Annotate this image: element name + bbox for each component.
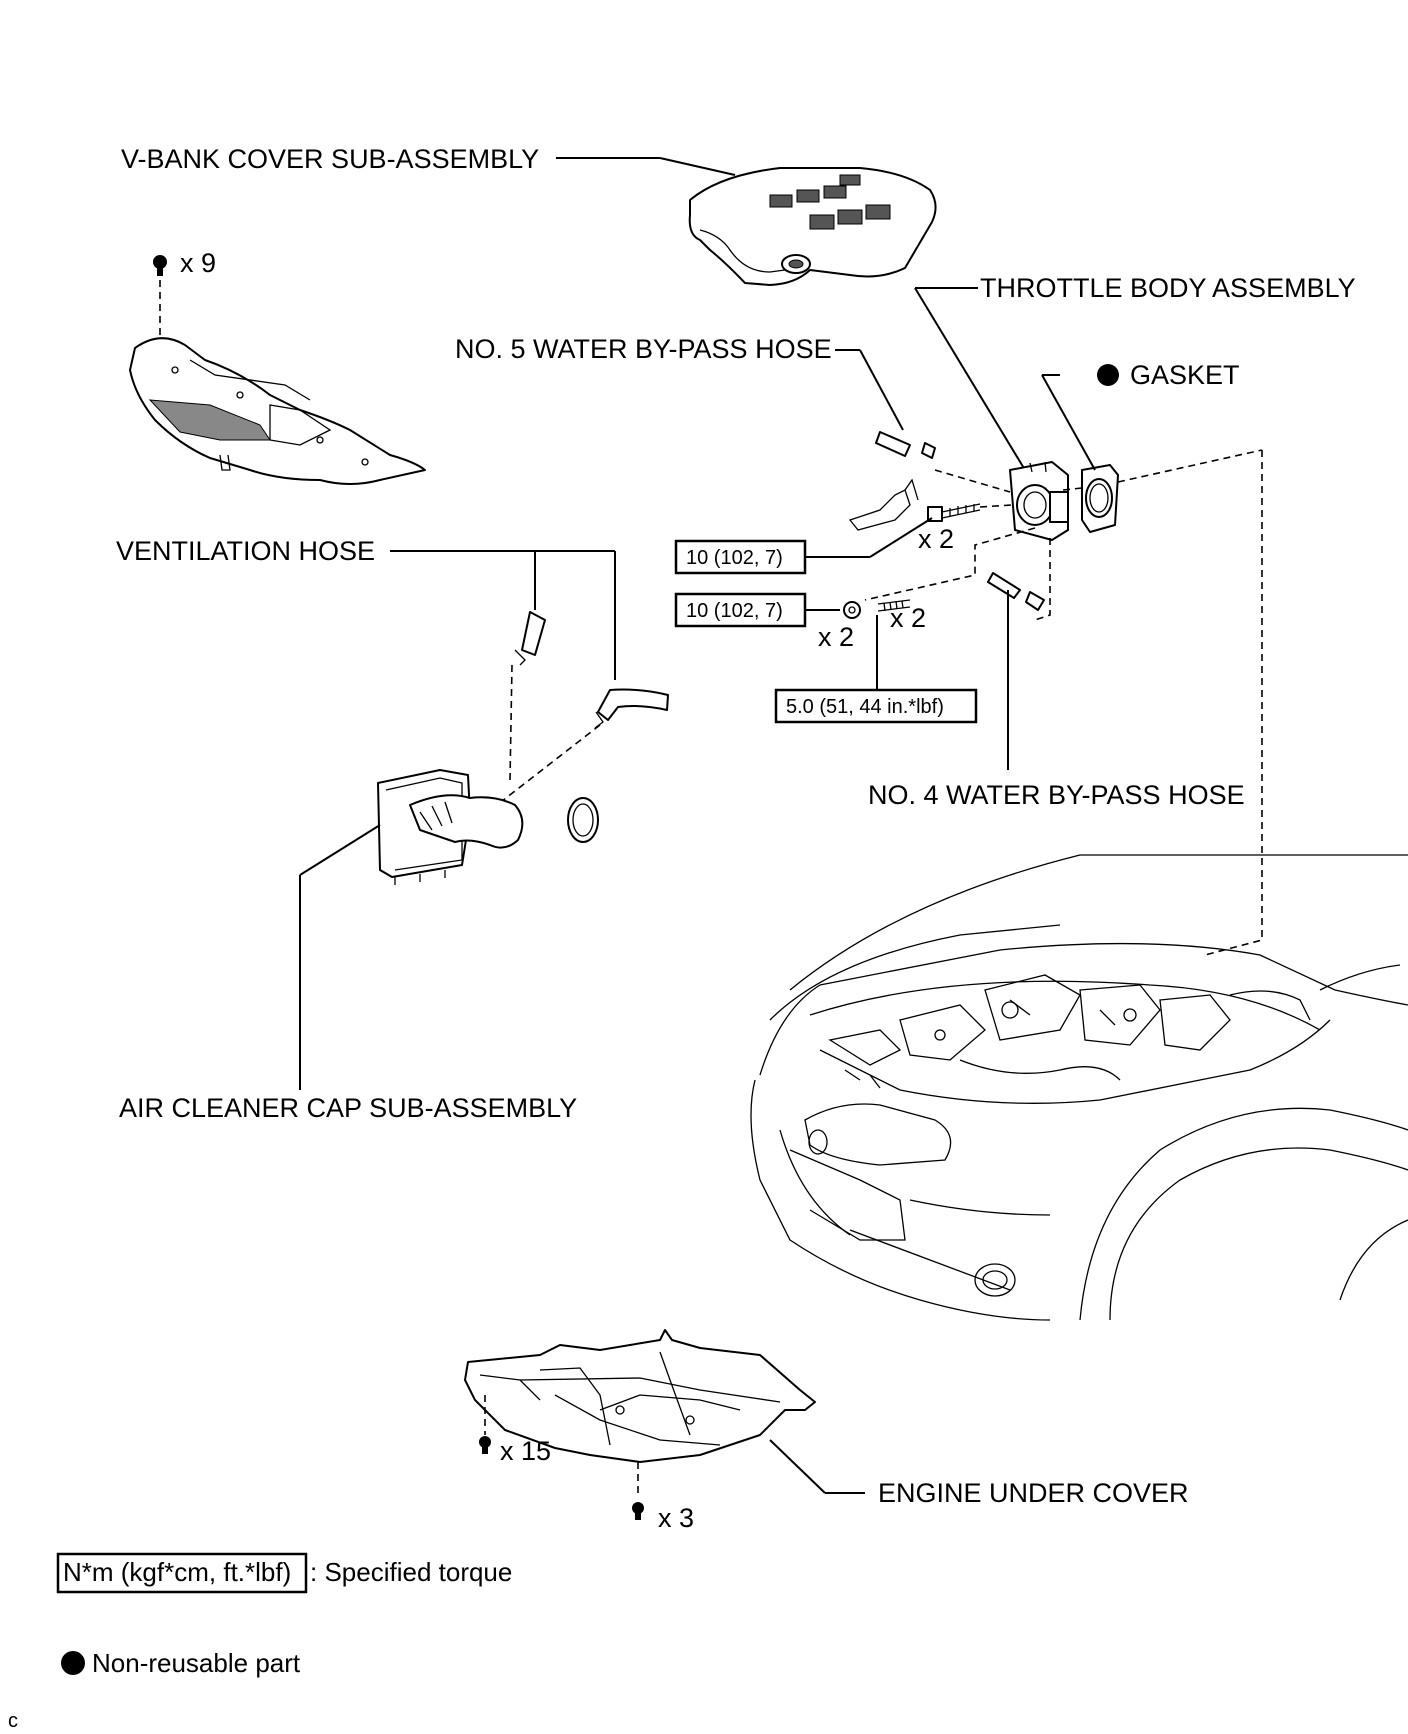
gasket-illustration <box>1081 464 1119 533</box>
corner-mark: c <box>8 1710 18 1732</box>
ring-seal-illustration <box>567 797 599 843</box>
torque-value-1: 10 (102, 7) <box>686 547 783 569</box>
v-bank-leader-b <box>659 157 736 176</box>
no4-hose-label: NO. 4 WATER BY-PASS HOSE <box>868 780 1245 810</box>
v-bank-cover-illustration <box>688 167 937 286</box>
bracket-illustration <box>848 478 919 531</box>
guide-to-engine <box>1204 450 1263 956</box>
guide-lower-2 <box>1034 538 1051 621</box>
air-cleaner-label: AIR CLEANER CAP SUB-ASSEMBLY <box>119 1093 577 1123</box>
cowl-cover-illustration <box>129 337 426 485</box>
legend-torque-unit: N*m (kgf*cm, ft.*lbf) <box>63 1557 291 1587</box>
ventilation-guide-b <box>496 724 601 806</box>
gasket-label: GASKET <box>1130 360 1240 390</box>
legend-non-reusable-text: Non-reusable part <box>92 1648 301 1678</box>
under-cover-quantity-b: x 3 <box>658 1503 694 1533</box>
guide-lower-1 <box>864 527 1036 601</box>
guide-upper-3 <box>1062 449 1263 491</box>
engine-under-cover-label: ENGINE UNDER COVER <box>878 1478 1189 1508</box>
push-clip-icon <box>153 255 167 276</box>
torque1-leader-b <box>869 517 933 558</box>
gasket-leader <box>1041 374 1096 471</box>
legend-torque-box <box>56 1552 308 1594</box>
no5-hose-illustration <box>875 431 936 459</box>
legend-torque-desc: : Specified torque <box>310 1557 512 1587</box>
bolt-icon-under-b <box>632 1502 644 1520</box>
bolt-upper-icon <box>927 503 981 522</box>
torque-box-1 <box>674 539 807 575</box>
vehicle-front-illustration <box>750 854 1408 1321</box>
non-reusable-icon <box>1097 364 1119 386</box>
air-cleaner-leader-a <box>299 824 381 876</box>
throttle-body-label: THROTTLE BODY ASSEMBLY <box>980 273 1356 303</box>
throttle-body-illustration <box>1009 461 1069 541</box>
torque-value-3: 5.0 (51, 44 in.*lbf) <box>786 696 944 718</box>
no4-hose-illustration <box>987 572 1045 611</box>
torque-box-2 <box>674 592 807 628</box>
stud-lower-quantity: x 2 <box>890 603 926 633</box>
clip-quantity-top: x 9 <box>180 248 216 278</box>
legend-non-reusable-icon <box>61 1651 85 1675</box>
ventilation-guide-a <box>509 664 513 781</box>
no5-leader <box>859 349 904 431</box>
bolt-icon-under-a <box>479 1436 491 1454</box>
stud-bolt-icon <box>877 599 911 612</box>
bolt-upper-quantity: x 2 <box>918 524 954 554</box>
v-bank-cover-label: V-BANK COVER SUB-ASSEMBLY <box>121 144 539 174</box>
guide-upper-1 <box>934 469 1011 493</box>
ventilation-hose-label: VENTILATION HOSE <box>116 536 375 566</box>
nut-lower-quantity: x 2 <box>818 622 854 652</box>
engine-under-cover-illustration <box>464 1329 816 1463</box>
no5-hose-label: NO. 5 WATER BY-PASS HOSE <box>455 334 832 364</box>
air-cleaner-illustration <box>377 769 524 885</box>
torque-box-3 <box>774 688 978 724</box>
throttle-leader <box>914 287 1026 471</box>
under-cover-quantity-a: x 15 <box>500 1436 551 1466</box>
torque-value-2: 10 (102, 7) <box>686 600 783 622</box>
under-cover-leader-a <box>769 1439 826 1494</box>
nut-lower-icon <box>843 601 861 619</box>
ventilation-hose-illustration <box>514 611 669 729</box>
guide-upper-2 <box>979 504 1013 508</box>
